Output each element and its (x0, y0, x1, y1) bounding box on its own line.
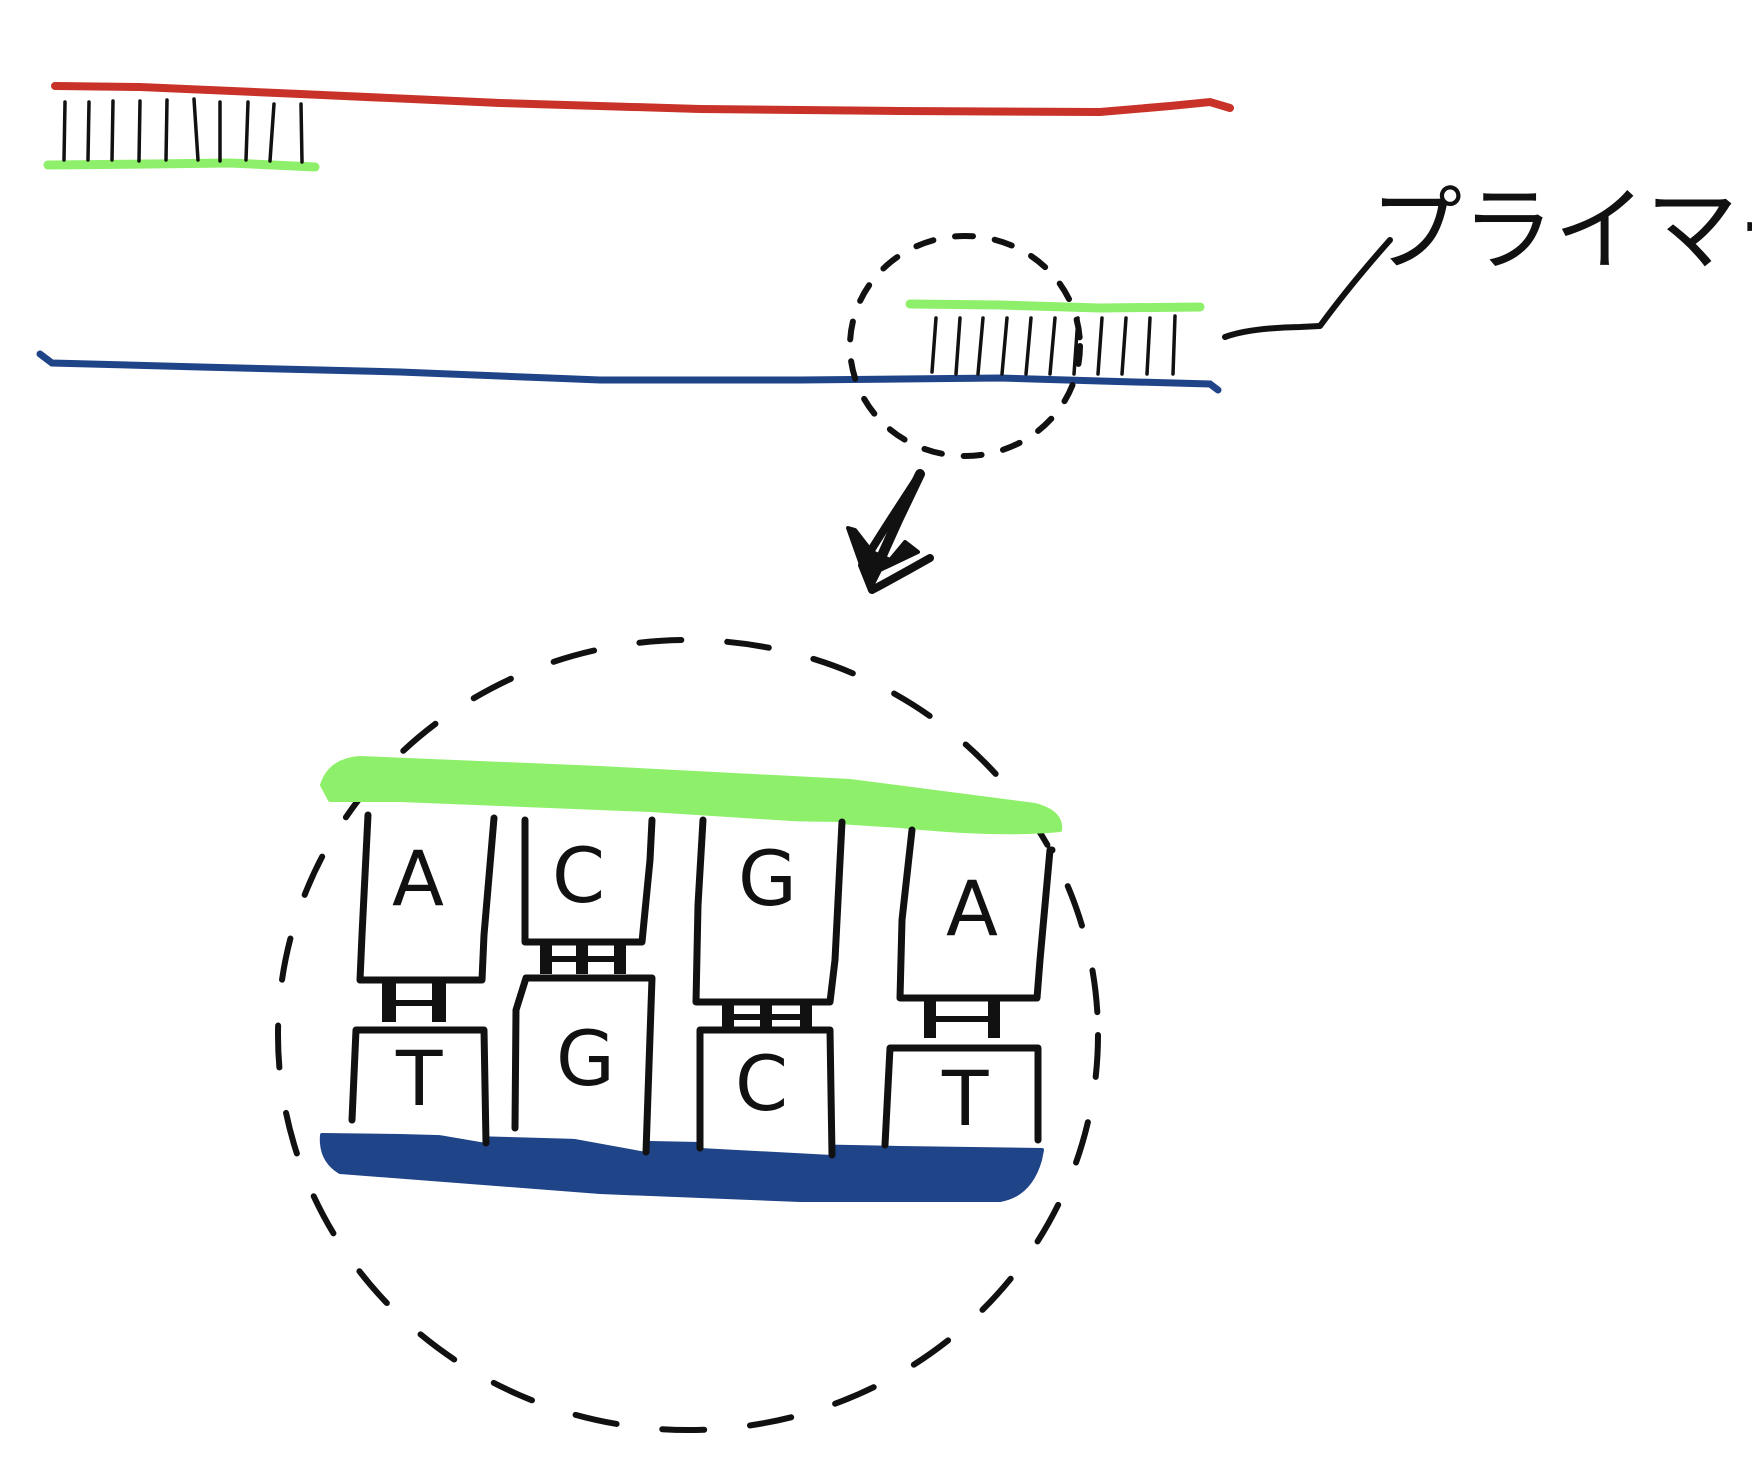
bottom-base-letters: T G C T (395, 1014, 989, 1143)
zoom-primer-strand (320, 756, 1063, 835)
bottom-base-3: C (735, 1039, 788, 1128)
top-base-1: A (392, 834, 444, 923)
zoom-arrow (846, 469, 934, 594)
bottom-base-boxes (348, 974, 1042, 1159)
top-base-boxes (356, 811, 1056, 1006)
lower-duplex (36, 299, 1222, 394)
zoom-source-circle (847, 233, 1083, 459)
lower-primer (905, 299, 1205, 313)
bottom-base-4: T (941, 1054, 989, 1143)
top-base-letters: A C G A (392, 831, 998, 953)
upper-base-pair-ticks (62, 97, 304, 164)
top-base-3: G (738, 834, 797, 923)
primer-label: プライマー (1370, 177, 1752, 284)
zoom-template-strand (319, 1133, 1044, 1202)
red-template-strand (51, 82, 1234, 117)
top-base-2: C (552, 831, 605, 920)
top-base-4: A (946, 864, 998, 953)
upper-primer (43, 158, 320, 172)
bottom-base-1: T (395, 1034, 443, 1123)
lower-base-pair-ticks (930, 314, 1177, 376)
zoom-view-circle (275, 637, 1101, 1433)
primer-leader-line (1222, 237, 1393, 340)
upper-duplex (43, 82, 1234, 172)
hydrogen-bonds (382, 944, 1000, 1038)
primer-callout: プライマー (1222, 177, 1752, 340)
blue-template-strand (36, 350, 1222, 394)
bottom-base-2: G (556, 1014, 615, 1103)
